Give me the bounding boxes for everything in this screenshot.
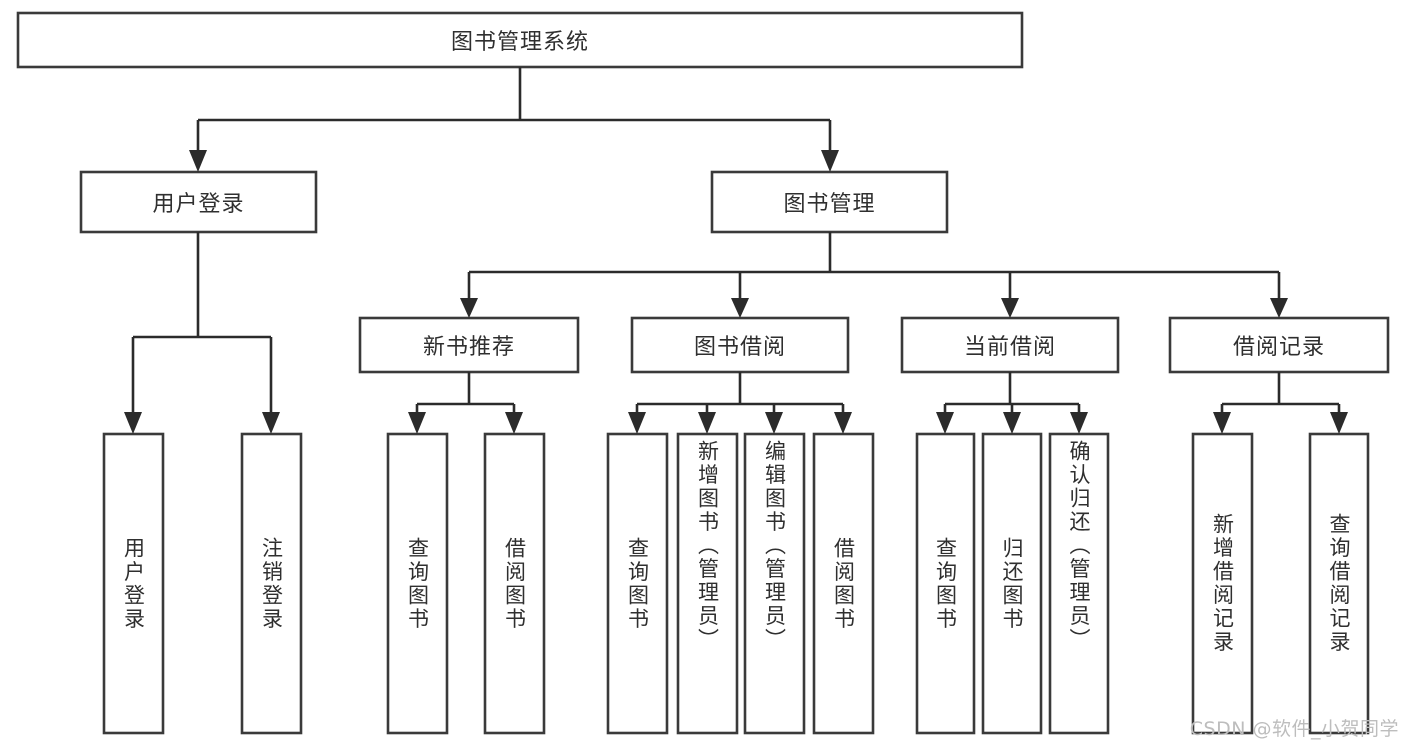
node-box-book-manage[interactable] — [710, 170, 949, 234]
node-box-leaf-query-book-3[interactable] — [915, 432, 976, 735]
arrow-head-leaf-return-book — [1003, 412, 1021, 434]
arrow-head-leaf-query-book-2 — [628, 412, 646, 434]
arrow-head-leaf-confirm-return — [1070, 412, 1088, 434]
arrow-head-current-borrow — [1001, 298, 1019, 318]
node-box-leaf-confirm-return[interactable] — [1048, 432, 1110, 735]
arrow-head-leaf-edit-book — [765, 412, 783, 434]
node-box-leaf-add-book[interactable] — [676, 432, 739, 735]
arrow-head-leaf-logout-login — [262, 412, 280, 434]
node-box-leaf-query-book-2[interactable] — [606, 432, 669, 735]
node-box-current-borrow[interactable] — [900, 316, 1120, 374]
arrow-head-borrow-record — [1270, 298, 1288, 318]
node-box-leaf-logout-login[interactable] — [240, 432, 303, 735]
node-box-root[interactable] — [16, 11, 1024, 69]
arrow-head-book-borrow — [731, 298, 749, 318]
arrow-head-leaf-add-book — [698, 412, 716, 434]
arrow-head-leaf-query-book-3 — [936, 412, 954, 434]
node-box-book-borrow[interactable] — [630, 316, 850, 374]
node-box-leaf-borrow-book-1[interactable] — [483, 432, 546, 735]
node-box-user-login[interactable] — [79, 170, 318, 234]
arrow-head-leaf-borrow-book-2 — [834, 412, 852, 434]
arrow-head-new-book-recommend — [460, 298, 478, 318]
csdn-watermark: CSDN @软件_小贺同学 — [1189, 718, 1399, 740]
arrow-head-leaf-borrow-book-1 — [505, 412, 523, 434]
node-box-new-book-recommend[interactable] — [358, 316, 580, 374]
node-box-leaf-edit-book[interactable] — [743, 432, 806, 735]
node-box-leaf-user-login[interactable] — [102, 432, 165, 735]
arrow-head-book-manage — [821, 150, 839, 172]
arrow-head-user-login — [189, 150, 207, 172]
arrow-head-leaf-query-record — [1330, 412, 1348, 434]
node-box-leaf-add-record[interactable] — [1191, 432, 1254, 735]
node-box-leaf-borrow-book-2[interactable] — [812, 432, 875, 735]
node-box-leaf-return-book[interactable] — [981, 432, 1043, 735]
arrow-head-leaf-add-record — [1213, 412, 1231, 434]
node-box-leaf-query-book-1[interactable] — [386, 432, 449, 735]
arrow-head-leaf-query-book-1 — [408, 412, 426, 434]
node-box-leaf-query-record[interactable] — [1308, 432, 1370, 735]
arrow-head-leaf-user-login — [124, 412, 142, 434]
node-box-borrow-record[interactable] — [1168, 316, 1390, 374]
